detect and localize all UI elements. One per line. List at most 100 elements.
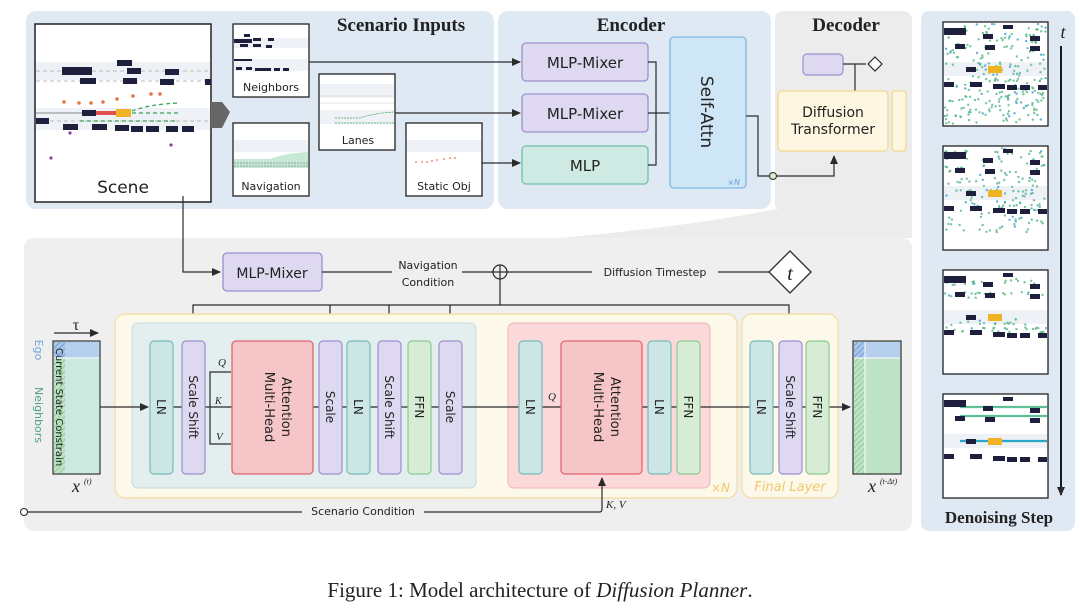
vehicle-icon [944,276,966,283]
scenario-condition-start-node [19,507,29,517]
sum-node-icon [492,264,508,280]
vehicle-icon [970,82,982,87]
ego-vehicle-icon [988,66,1002,73]
nav-mlp-mixer: MLP-Mixer [222,252,323,292]
vehicle-icon [983,406,993,411]
decoder-block: Diffusion Transformer [777,53,907,152]
self-attn-label: Self-Attn [696,76,716,148]
vehicle-icon [1030,284,1040,289]
multi-head-attention-2: Multi-Head Attention [560,340,643,475]
block2-ffn-block: FFN [676,340,701,475]
vehicle-icon [985,293,995,298]
vehicle-icon [1007,457,1017,462]
vehicle-icon [165,69,179,75]
vehicle-icon [182,126,194,132]
caption-title: Diffusion Planner [595,578,748,602]
zoom-connector [560,209,912,238]
denoising-frame-4 [942,393,1049,499]
vehicle-icon [944,454,954,459]
cross-q-label: Q [548,391,556,403]
input-connectors [309,58,521,167]
vehicle-icon [1003,273,1013,277]
mha1-label-1: Multi-Head [261,372,276,442]
denoising-frame-1 [942,21,1049,127]
ego-vehicle-icon [988,314,1002,321]
vehicle-icon [82,110,96,116]
block-label: Scale [443,391,457,423]
vehicle-icon [970,330,982,335]
block2-ln-block: LN [647,340,672,475]
vehicle-icon [160,79,174,85]
vehicle-icon [1038,209,1047,214]
vehicle-icon [966,439,976,444]
vehicle-icon [970,206,982,211]
block-label: Scale [323,391,337,423]
final-layer-ln-block: LN [749,340,774,475]
block1-scale-block: Scale [438,340,463,475]
vehicle-icon [985,417,995,422]
current-state-constraint-label: Current State Constrain [53,348,64,466]
vehicle-icon [1030,160,1040,165]
block-label: FFN [810,396,824,419]
vehicle-icon [944,28,966,35]
block1-ln-block: LN [149,340,174,475]
vehicle-icon [955,416,965,421]
encoder-mixer-2-label: MLP-Mixer [547,105,624,123]
mha2-label-2: Attention [607,377,622,437]
vehicle-icon [1038,333,1047,338]
vehicle-icon [955,44,965,49]
caption-prefix: Figure 1: Model architecture of [327,578,596,602]
vehicle-icon [1003,397,1013,401]
navigation-thumbnail: Navigation [232,122,310,197]
kv-label: K, V [605,499,627,511]
block-label: LN [652,399,666,415]
vehicle-icon [966,191,976,196]
block-label: LN [154,399,168,415]
denoising-frames [942,21,1049,499]
decoder-mixer-icon [802,53,844,76]
x-next-superscript: (t-Δt) [880,477,897,486]
ego-history-icon [96,111,116,115]
navigation-condition-label-1: Navigation [398,259,457,272]
vehicle-icon [955,168,965,173]
vehicle-icon [993,332,1005,337]
input-tensor: τ Current State Constrain Ego Neighbors … [32,317,101,496]
block-label: FFN [412,396,426,419]
ego-vehicle-icon [116,109,131,117]
x-next-label: x [867,476,876,496]
block1-ffn-block: FFN [407,340,432,475]
vehicle-icon [985,45,995,50]
ego-vehicle-icon [988,438,1002,445]
vehicle-icon [944,206,954,211]
vehicle-icon [944,82,954,87]
vehicle-icon [205,79,211,85]
v-label: V [216,431,224,443]
neighbors-thumbnail: Neighbors [232,23,310,98]
denoising-frame-2 [942,145,1049,251]
encoder-mixer-1-label: MLP-Mixer [547,54,624,72]
block-label: LN [523,399,537,415]
denoising-axis-label: t [1060,22,1066,42]
decoder-label-line1: Diffusion [802,105,864,121]
vehicle-icon [1003,149,1013,153]
mha1-label-2: Attention [278,377,293,437]
vehicle-icon [1030,408,1040,413]
timestep-node: t [768,250,812,294]
final-layer-title: Final Layer [754,480,827,495]
vehicle-icon [944,330,954,335]
vehicle-icon [993,208,1005,213]
navigation-input-line [182,196,221,276]
decoder-title: Decoder [812,15,880,36]
scenario-condition-line [424,477,606,513]
timestep-diamond-icon [867,56,883,72]
mha2-label-1: Multi-Head [590,372,605,442]
lanes-label: Lanes [342,134,375,147]
vehicle-icon [80,78,96,84]
encoder-mlp-label: MLP [570,157,600,175]
vehicle-icon [127,68,141,74]
encoder-mlp: MLP [521,145,649,185]
vehicle-icon [63,124,78,130]
k-label: K [214,396,223,407]
vehicle-icon [1038,457,1047,462]
dit-repeat-label: ×N [711,481,730,495]
